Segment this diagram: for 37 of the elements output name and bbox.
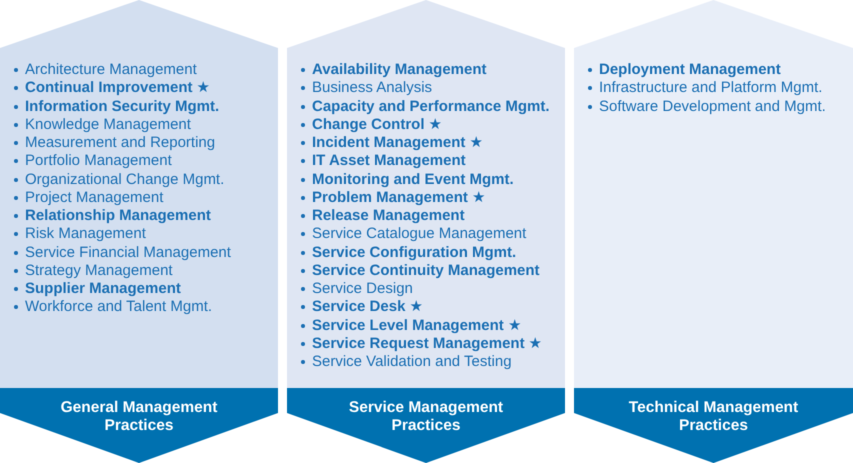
practice-name: Service Desk ★ [312,298,423,316]
practice-name: Change Control ★ [312,116,442,134]
practice-name: Service Financial Management [25,244,231,262]
practice-name: Service Request Management ★ [312,334,542,353]
practice-name: Service Continuity Management [312,262,540,280]
practice-name: Service Catalogue Management [312,225,526,244]
practice-name: Portfolio Management [25,152,172,170]
practice-name: Infrastructure and Platform Mgmt. [599,79,822,98]
practice-name: Capacity and Performance Mgmt. [312,98,550,116]
practice-name: Supplier Management [25,280,181,298]
practice-name: Risk Management [25,225,146,244]
practice-name: Measurement and Reporting [25,134,216,152]
practice-name: Incident Management ★ [312,134,483,152]
practice-name: Strategy Management [25,262,173,280]
practice-name: Service Design [312,280,413,298]
category-title: Service Management Practices [348,399,504,435]
practice-name: Relationship Management [25,207,211,225]
practice-name: Release Management [312,207,465,225]
practice-name: Monitoring and Event Mgmt. [312,170,514,188]
practice-name: Organizational Change Mgmt. [25,170,224,188]
practice-name: Availability Management [312,61,486,79]
practice-name: Service Validation and Testing [312,353,512,371]
practice-name: Knowledge Management [25,116,191,134]
practice-name: Service Configuration Mgmt. [312,244,516,262]
category-title: Technical Management Practices [628,399,800,435]
practice-name: Workforce and Talent Mgmt. [25,298,212,316]
practice-name: Information Security Mgmt. [25,98,220,116]
practice-name: Software Development and Mgmt. [599,98,826,116]
practice-name: Problem Management ★ [312,188,486,207]
practice-name: Project Management [25,188,164,207]
practice-name: Service Level Management ★ [312,316,521,334]
practice-name: Deployment Management [599,61,781,79]
practice-name: Business Analysis [312,79,432,98]
practice-name: Continual Improvement ★ [25,79,210,98]
category-title: General Management Practices [60,399,218,435]
practice-name: Architecture Management [25,61,197,79]
practice-name: IT Asset Management [312,152,466,170]
